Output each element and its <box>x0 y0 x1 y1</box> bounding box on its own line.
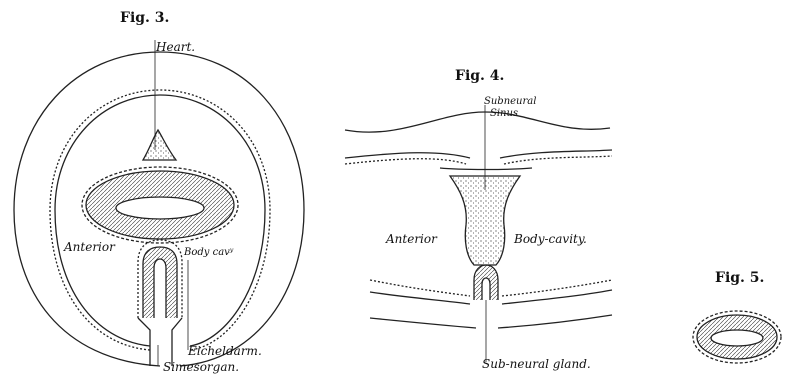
fig3-heart <box>143 130 176 160</box>
fig4-upper-wall <box>345 112 610 132</box>
fig4-label-body-cavity: Body-cavity. <box>514 232 587 246</box>
fig5-drawing <box>693 311 781 363</box>
fig3-label-simesorgan: Simesorgan. <box>163 360 239 374</box>
fig3-label-anterior: Anterior <box>64 240 115 254</box>
fig5-title: Fig. 5. <box>715 270 764 286</box>
fig4-label-sinus: Sinus <box>490 108 518 119</box>
fig3-label-body-cavity: Body cavʸ <box>184 247 233 258</box>
fig3-label-eicheldarm: Eicheldarm. <box>188 344 262 358</box>
fig3-sac-lumen <box>116 197 204 219</box>
fig4-label-subneural-gland: Sub-neural gland. <box>482 357 591 371</box>
fig3-drawing <box>14 40 304 366</box>
fig3-title: Fig. 3. <box>120 10 169 26</box>
fig4-label-subneural: Subneural <box>484 96 536 107</box>
fig4-title: Fig. 4. <box>455 68 504 84</box>
fig4-label-anterior: Anterior <box>386 232 437 246</box>
fig3-label-heart: Heart. <box>156 40 195 54</box>
fig5-gland-lumen <box>711 330 763 346</box>
